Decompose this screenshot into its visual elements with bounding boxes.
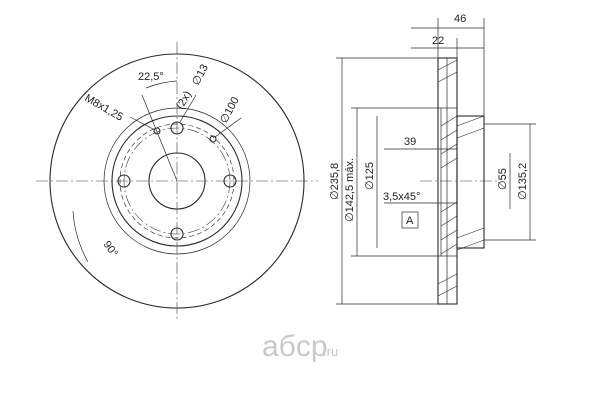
bolt-hole-left: [117, 174, 131, 188]
dim-55: ∅55: [497, 168, 509, 190]
diam100-leader: [214, 117, 242, 138]
dim-235-8: ∅235,8: [329, 163, 341, 200]
dim-diameter-100: ∅100: [218, 95, 242, 125]
dim-125: ∅125: [364, 162, 376, 190]
dim-39: 39: [404, 136, 416, 148]
bolt-hole-right: [223, 174, 237, 188]
thread-hole-right: [209, 135, 217, 143]
ring-hatch-bot2: [437, 273, 458, 285]
watermark-logo: aбcp .ru: [262, 330, 338, 363]
watermark-brand: aбcp: [262, 330, 328, 363]
ring-hatch-bot: [437, 285, 458, 297]
bolt-hole-bottom: [170, 227, 184, 241]
hat-flange: [440, 107, 458, 257]
datum-a: A: [406, 215, 414, 227]
angle-arc-90: [72, 210, 89, 263]
diam13-leader: [179, 94, 197, 123]
dim-angle-22-5: 22,5°: [138, 71, 164, 83]
bolt-hole-top: [170, 121, 184, 135]
hat-section: [456, 115, 485, 249]
watermark-domain: .ru: [323, 344, 338, 359]
side-view: 46 22: [329, 13, 536, 305]
dim-46: 46: [454, 13, 466, 25]
angle-arc-22: [145, 80, 178, 89]
dim-chamfer: 3,5x45°: [383, 191, 420, 203]
dim-22: 22: [432, 35, 444, 47]
dim-142-5: ∅142,5 máx.: [344, 158, 356, 222]
dim-angle-90: 90°: [101, 239, 120, 260]
angle-leader-a: [141, 94, 178, 182]
dim-diameter-13: ∅13: [190, 63, 211, 88]
thread-hole-left: [153, 127, 161, 135]
front-view: 22,5° ∅13 M8x1,25 (2x) ∅100 90°: [36, 42, 318, 322]
ring-hatch-top2: [437, 71, 458, 83]
datum-a-box: [401, 211, 419, 229]
dim-thread-m8: M8x1,25: [83, 92, 126, 123]
dim-135-2: ∅135,2: [517, 163, 529, 200]
ring-hatch-top: [437, 59, 458, 71]
hat-hatching: [440, 115, 485, 255]
thread-leader: [129, 116, 156, 131]
